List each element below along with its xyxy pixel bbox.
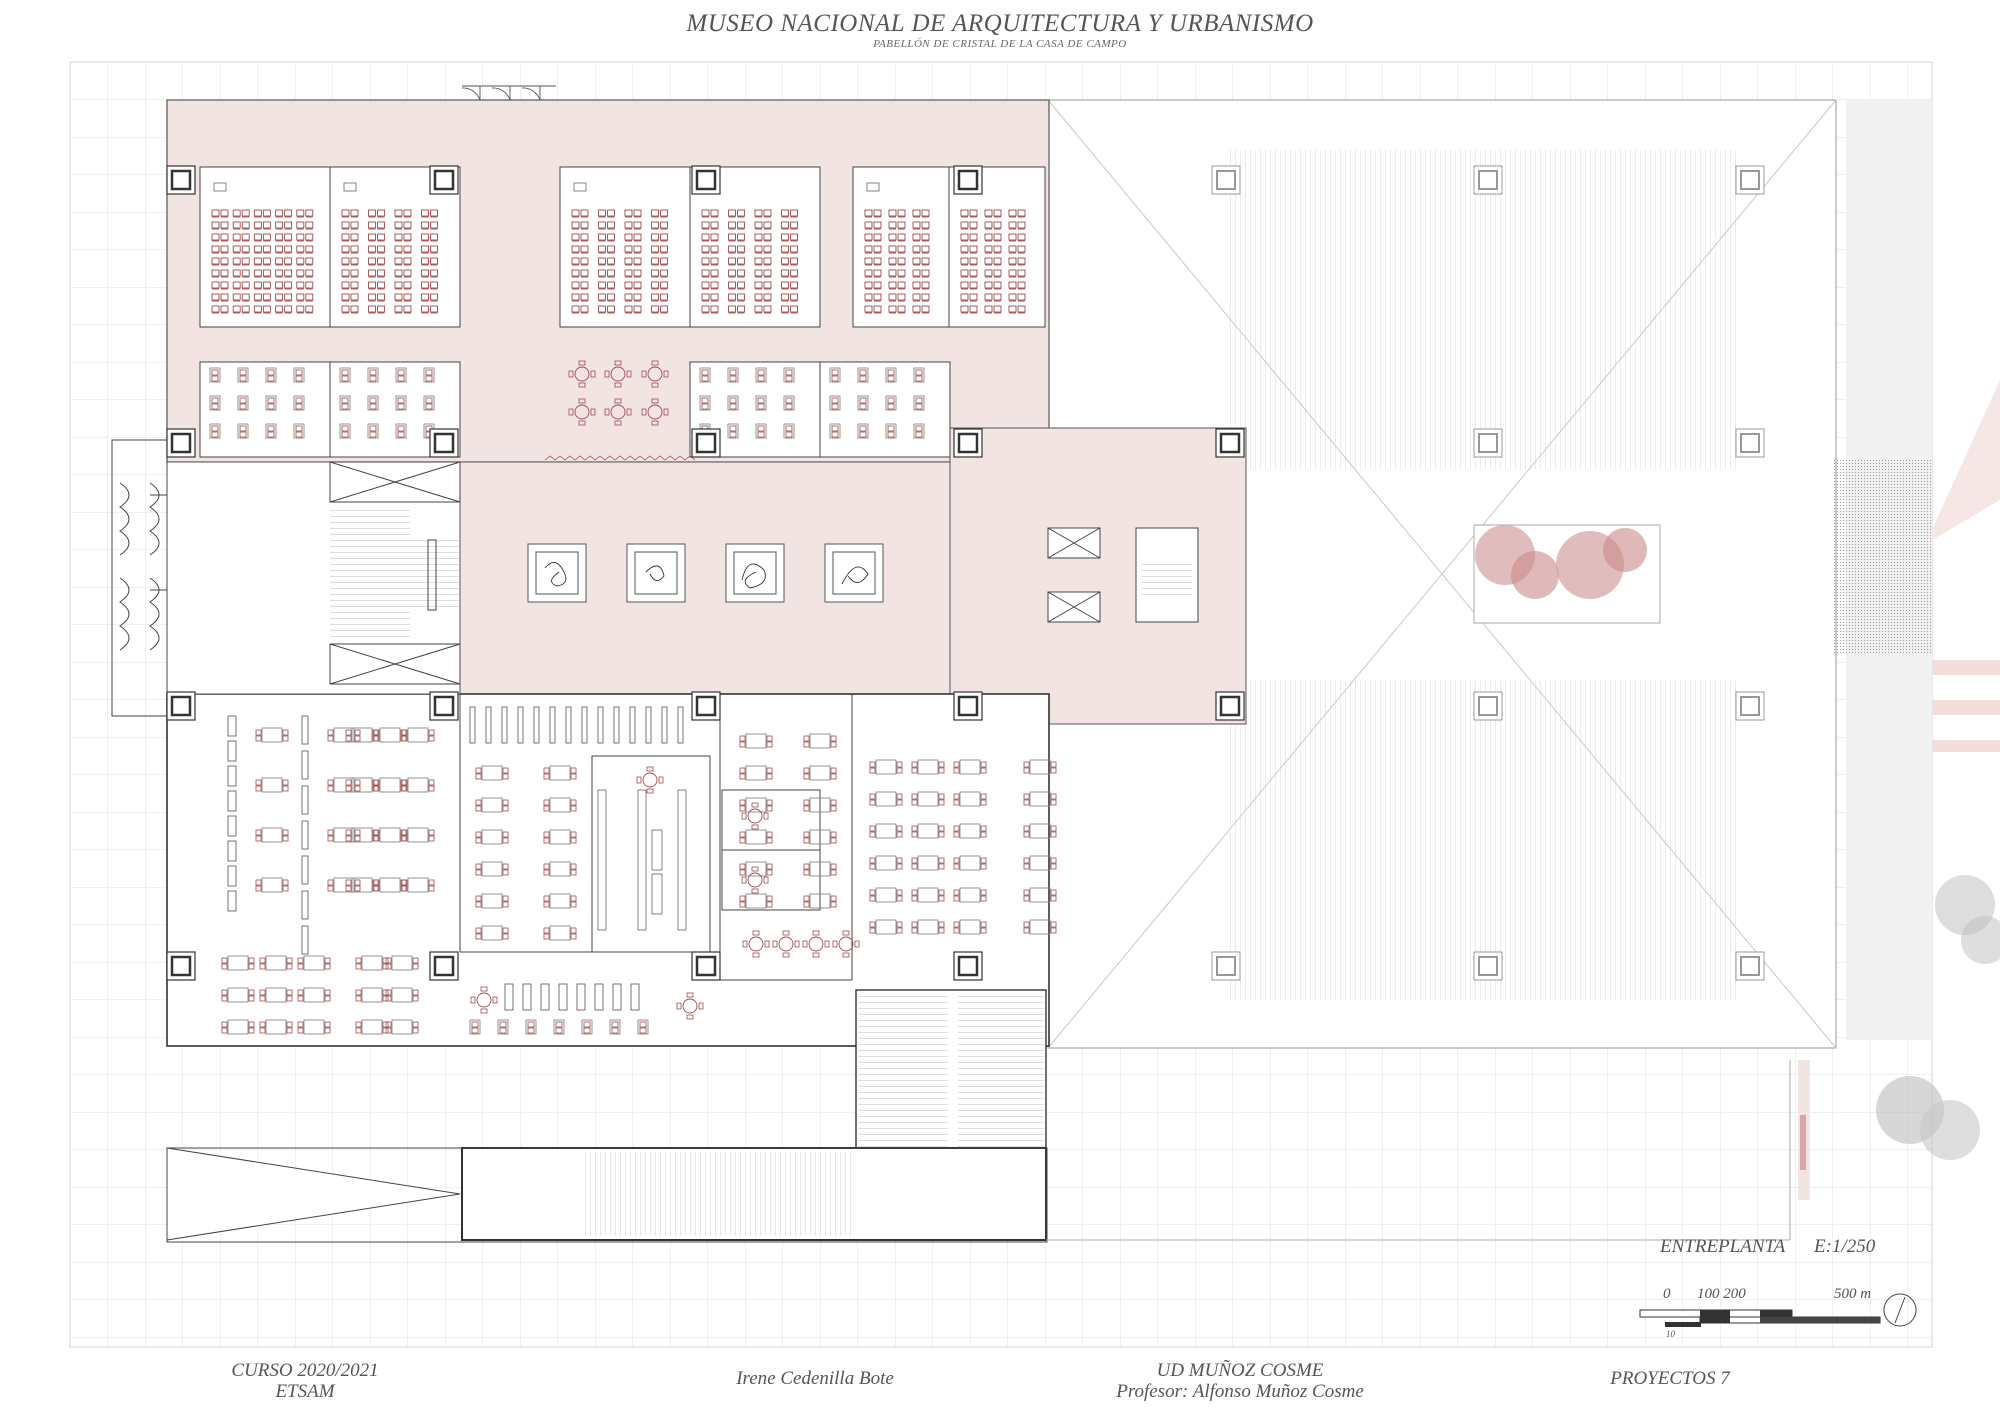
shelf-unit [677, 789, 687, 931]
shelf-unit [301, 785, 309, 815]
pavilion-roof [1047, 99, 1837, 1049]
meeting-rooms [199, 361, 951, 458]
main-staircase [329, 461, 461, 685]
bookshelf [597, 706, 604, 744]
bookshelf [576, 983, 586, 1011]
footer-professor: Profesor: Alfonso Muñoz Cosme [1116, 1381, 1364, 1402]
classrooms [199, 166, 1046, 328]
counter [651, 829, 663, 871]
page-title: MUSEO NACIONAL DE ARQUITECTURA Y URBANIS… [686, 10, 1314, 37]
terrace-stairs [166, 989, 1791, 1243]
footer-unit: UD MUÑOZ COSME [1156, 1360, 1324, 1381]
bookshelf [645, 706, 652, 744]
bookshelf [581, 706, 588, 744]
plan-label: ENTREPLANTA [1660, 1236, 1786, 1257]
bookshelf [677, 706, 684, 744]
shelf-unit [301, 750, 309, 780]
footer-course: CURSO 2020/2021 [231, 1360, 379, 1381]
footer-project: PROYECTOS 7 [1610, 1368, 1730, 1389]
shelf-unit [301, 820, 309, 850]
plan-scale: E:1/250 [1814, 1236, 1876, 1257]
shelf-unit [227, 840, 237, 862]
bookshelf [629, 706, 636, 744]
shelf-unit [227, 715, 237, 737]
bookshelf [613, 706, 620, 744]
display-cases [527, 543, 884, 603]
bookshelf [565, 706, 572, 744]
core-lifts [1047, 527, 1199, 623]
shelf-unit [637, 789, 647, 931]
exterior-trees [1798, 875, 2000, 1200]
bookshelf [558, 983, 568, 1011]
bookshelf [485, 706, 492, 744]
shelf-unit [301, 925, 309, 955]
shelf-unit [227, 740, 237, 762]
counter [651, 873, 663, 915]
right-strip [1832, 100, 2000, 1040]
lectern [213, 182, 227, 192]
shelf-unit [227, 815, 237, 837]
shelf-unit [301, 715, 309, 745]
page-subtitle: PABELLÓN DE CRISTAL DE LA CASA DE CAMPO [873, 38, 1127, 50]
scale-bar [1639, 1309, 1881, 1327]
footer-author: Irene Cedenilla Bote [736, 1368, 894, 1389]
bookshelf [661, 706, 668, 744]
footer-unit-block: UD MUÑOZ COSME Profesor: Alfonso Muñoz C… [1090, 1360, 1390, 1402]
shelf-unit [227, 890, 237, 912]
shelf-unit [597, 789, 607, 931]
bookshelf [549, 706, 556, 744]
north-arrow-icon [1883, 1293, 1917, 1327]
scale-small: 10 [1666, 1329, 1675, 1339]
footer-school: ETSAM [275, 1381, 335, 1402]
scale-end: 500 m [1834, 1286, 1872, 1302]
bookshelf [630, 983, 640, 1011]
bookshelf [612, 983, 622, 1011]
entrance-doors [461, 85, 556, 101]
shelf-unit [301, 855, 309, 885]
bookshelf [517, 706, 524, 744]
lectern [343, 182, 357, 192]
shelf-unit [227, 765, 237, 787]
bookshelf [533, 706, 540, 744]
bookshelf [522, 983, 532, 1011]
shelf-unit [227, 790, 237, 812]
bookshelf [469, 706, 476, 744]
bookshelf [504, 983, 514, 1011]
footer-course-block: CURSO 2020/2021 ETSAM [190, 1360, 420, 1402]
scale-zero: 0 [1663, 1286, 1671, 1302]
facade-fins [111, 439, 168, 717]
shelf-unit [301, 890, 309, 920]
scale-marks: 100 200 [1697, 1286, 1746, 1302]
patio-trees [1475, 525, 1647, 599]
bookshelf [594, 983, 604, 1011]
lectern [573, 182, 587, 192]
lectern [866, 182, 880, 192]
bookshelf [501, 706, 508, 744]
bookshelves [227, 706, 687, 1011]
zigzag-partition [544, 455, 696, 461]
bookshelf [540, 983, 550, 1011]
shelf-unit [227, 865, 237, 887]
